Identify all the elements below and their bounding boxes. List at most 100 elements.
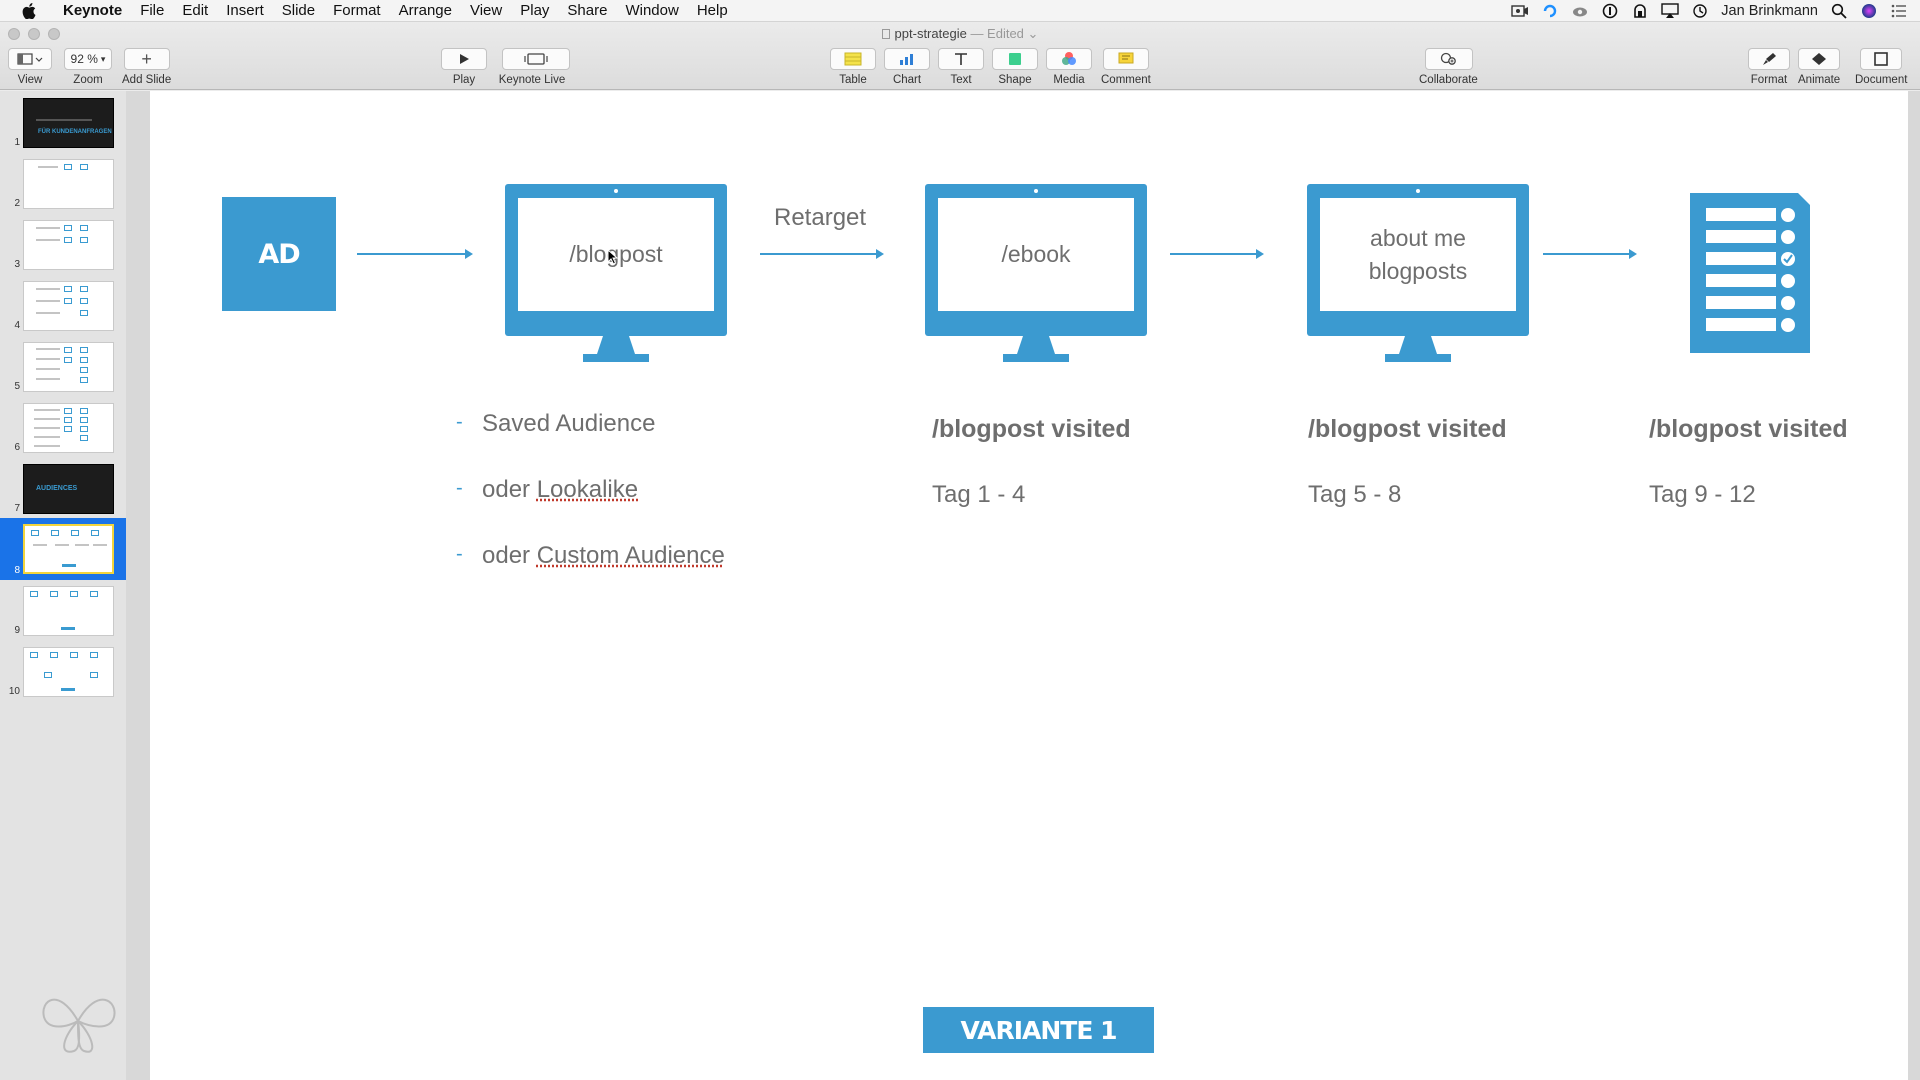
monitor-screen-text: /blogpost xyxy=(518,198,714,311)
edited-status[interactable]: — Edited xyxy=(970,26,1024,41)
window-zoom-button[interactable] xyxy=(48,28,60,40)
monitor-screen-line: about me xyxy=(1370,224,1466,251)
slide-thumbnail-6[interactable]: 6 xyxy=(0,399,126,457)
slide-thumbnail-7[interactable]: AUDIENCES 7 xyxy=(0,460,126,518)
menu-bar: Keynote File Edit Insert Slide Format Ar… xyxy=(0,0,1920,22)
text-button[interactable] xyxy=(938,48,984,70)
menu-edit[interactable]: Edit xyxy=(182,1,209,19)
bullet-prefix: oder xyxy=(482,476,537,503)
slide-thumbnail-8-selected[interactable]: 8 xyxy=(0,518,126,580)
col-checklist-title[interactable]: /blogpost visited xyxy=(1649,415,1848,443)
apple-icon[interactable] xyxy=(18,0,40,22)
slide-number: 5 xyxy=(14,381,20,392)
menu-slide[interactable]: Slide xyxy=(281,1,316,19)
slide-preview: AUDIENCES xyxy=(23,464,114,514)
keynote-live-button[interactable] xyxy=(502,48,570,70)
col-ebook-days[interactable]: Tag 1 - 4 xyxy=(932,481,1026,508)
chevron-down-icon[interactable]: ⌄ xyxy=(1023,26,1039,41)
slide-preview xyxy=(23,281,114,331)
security-icon[interactable] xyxy=(1631,3,1649,19)
zoom-value: 92 % xyxy=(70,52,98,66)
sync-icon[interactable] xyxy=(1541,3,1559,19)
menu-insert[interactable]: Insert xyxy=(226,1,264,19)
col-checklist-days[interactable]: Tag 9 - 12 xyxy=(1649,481,1756,508)
arrow-icon[interactable] xyxy=(357,249,473,259)
animate-icon xyxy=(1812,53,1827,65)
window-close-button[interactable] xyxy=(8,28,20,40)
play-button[interactable] xyxy=(441,48,487,70)
slide-thumbnail-4[interactable]: 4 xyxy=(0,277,126,335)
slide-thumbnail-9[interactable]: 9 xyxy=(0,582,126,640)
animate-button[interactable] xyxy=(1798,48,1841,70)
text-icon xyxy=(955,53,967,65)
format-label: Format xyxy=(1750,74,1788,86)
slide-number: 3 xyxy=(14,259,20,270)
slide-number: 2 xyxy=(14,198,20,209)
airplay-icon[interactable] xyxy=(1661,3,1679,19)
col-about-me-days[interactable]: Tag 5 - 8 xyxy=(1308,481,1402,508)
table-button[interactable] xyxy=(830,48,876,70)
menu-play[interactable]: Play xyxy=(520,1,550,19)
menu-format[interactable]: Format xyxy=(333,1,381,19)
arrow-icon[interactable] xyxy=(760,249,884,259)
menu-arrange[interactable]: Arrange xyxy=(398,1,452,19)
chart-button[interactable] xyxy=(884,48,930,70)
menu-window[interactable]: Window xyxy=(625,1,679,19)
monitor-ebook[interactable]: /ebook xyxy=(925,184,1147,364)
slide-preview xyxy=(23,220,114,270)
media-button[interactable] xyxy=(1046,48,1092,70)
keynote-live-control: Keynote Live xyxy=(494,48,570,86)
text-label: Text xyxy=(950,74,972,86)
checklist-icon[interactable] xyxy=(1690,193,1810,353)
slide-preview: FÜR KUNDENANFRAGEN xyxy=(23,98,114,148)
col-about-me-title[interactable]: /blogpost visited xyxy=(1308,415,1507,443)
search-icon[interactable] xyxy=(1830,3,1848,19)
zoom-select[interactable]: 92 %▾ xyxy=(64,48,112,70)
format-button[interactable] xyxy=(1748,48,1790,70)
menu-share[interactable]: Share xyxy=(567,1,608,19)
notification-center-icon[interactable] xyxy=(1890,3,1908,19)
sidebar-icon xyxy=(17,53,43,65)
cloud-icon[interactable] xyxy=(1571,3,1589,19)
slide-number: 6 xyxy=(14,442,20,453)
slide-thumbnail-1[interactable]: FÜR KUNDENANFRAGEN 1 xyxy=(0,94,126,152)
chevron-down-icon: ▾ xyxy=(100,53,106,64)
comment-button[interactable] xyxy=(1102,48,1149,70)
password-manager-icon[interactable] xyxy=(1601,3,1619,19)
view-button[interactable] xyxy=(8,48,52,70)
window-minimize-button[interactable] xyxy=(28,28,40,40)
shape-button[interactable] xyxy=(992,48,1038,70)
menu-app-keynote[interactable]: Keynote xyxy=(63,1,123,19)
monitor-blogpost[interactable]: /blogpost xyxy=(505,184,727,364)
arrow-icon[interactable] xyxy=(1170,249,1264,259)
add-slide-button[interactable]: + xyxy=(123,48,170,70)
slide-thumbnail-5[interactable]: 5 xyxy=(0,338,126,396)
siri-icon[interactable] xyxy=(1860,3,1878,19)
time-machine-icon[interactable] xyxy=(1691,3,1709,19)
arrow-icon[interactable] xyxy=(1543,249,1637,259)
document-button[interactable] xyxy=(1860,48,1903,70)
bullet-custom-audience[interactable]: oder Custom Audience xyxy=(482,542,725,570)
monitor-about-me[interactable]: about me blogposts xyxy=(1307,184,1529,364)
variant-label[interactable]: VARIANTE 1 xyxy=(923,1007,1154,1053)
media-icon xyxy=(1062,52,1076,65)
retarget-label[interactable]: Retarget xyxy=(774,204,867,231)
bullet-saved-audience[interactable]: Saved Audience xyxy=(482,410,656,437)
slide-thumbnail-2[interactable]: 2 xyxy=(0,155,126,213)
monitor-screen-line: blogposts xyxy=(1368,257,1468,284)
collaborate-button[interactable] xyxy=(1425,48,1474,70)
menu-file[interactable]: File xyxy=(140,1,165,19)
user-name[interactable]: Jan Brinkmann xyxy=(1721,3,1818,19)
ad-box[interactable]: AD xyxy=(222,197,336,311)
animate-label: Animate xyxy=(1798,74,1841,86)
bullet-lookalike[interactable]: oder Lookalike xyxy=(482,476,638,504)
slide-thumbnail-10[interactable]: 10 xyxy=(0,643,126,701)
slide-thumbnail-3[interactable]: 3 xyxy=(0,216,126,274)
screen-recorder-icon[interactable] xyxy=(1511,3,1529,19)
col-ebook-title[interactable]: /blogpost visited xyxy=(932,415,1131,443)
menu-view[interactable]: View xyxy=(469,1,503,19)
chart-icon xyxy=(900,54,913,65)
document-name[interactable]: ppt-strategie xyxy=(894,26,967,41)
menu-help[interactable]: Help xyxy=(696,1,728,19)
butterfly-logo-icon xyxy=(42,998,116,1053)
